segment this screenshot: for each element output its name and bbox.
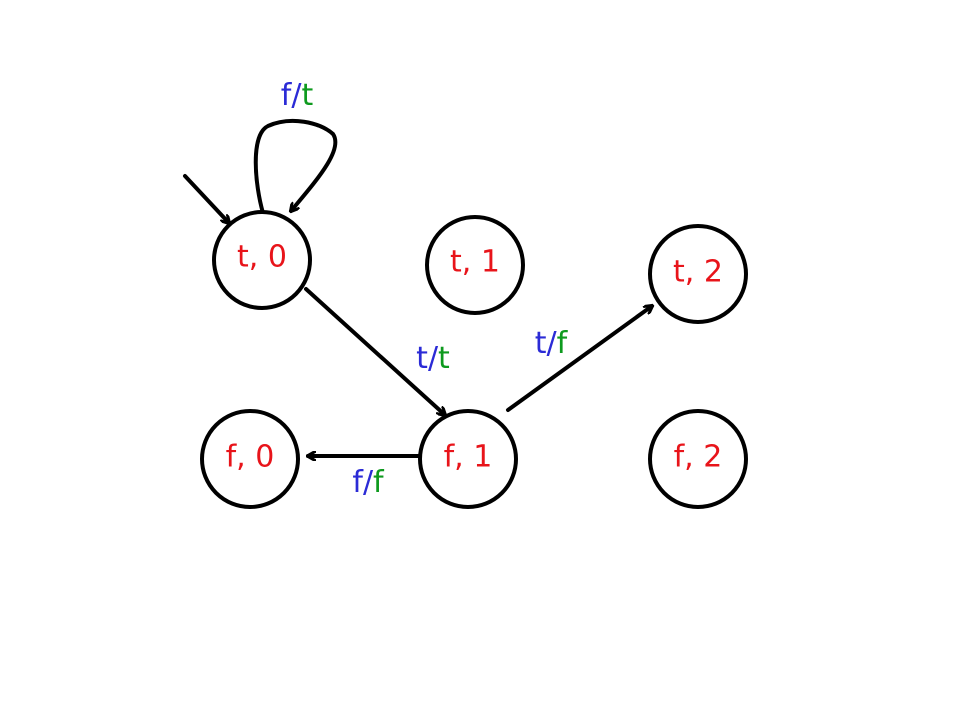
edge-label-f1-t2: t/f: [535, 326, 569, 361]
edge-label-t0-f1: t/t: [416, 341, 450, 376]
edge-input: t: [535, 326, 547, 361]
state-f0: f, 0: [200, 409, 300, 509]
state-label: f, 2: [674, 440, 723, 475]
edge-output: t: [438, 341, 450, 376]
state-label: f, 0: [226, 440, 275, 475]
edge-f1-t2: [506, 306, 652, 412]
edge-input: f: [352, 465, 364, 500]
state-t0: t, 0: [212, 210, 312, 310]
state-f1: f, 1: [418, 409, 518, 509]
edge-input: f: [281, 78, 293, 113]
edge-label-self-t0: f/t: [281, 78, 314, 113]
edge-separator: /: [547, 326, 558, 361]
edge-separator: /: [291, 78, 302, 113]
edge-separator: /: [363, 465, 374, 500]
state-label: t, 0: [237, 240, 287, 275]
start-arrow: [183, 174, 229, 223]
state-label: f, 1: [444, 440, 493, 475]
edge-separator: /: [428, 341, 439, 376]
state-f2: f, 2: [648, 409, 748, 509]
edge-label-f1-f0: f/f: [352, 465, 385, 500]
state-label: t, 1: [450, 245, 500, 280]
edge-output: f: [557, 326, 569, 361]
edge-self-t0: [253, 118, 338, 215]
state-t1: t, 1: [425, 215, 525, 315]
edge-output: f: [373, 465, 385, 500]
edge-output: t: [301, 78, 313, 113]
state-label: t, 2: [673, 255, 723, 290]
state-t2: t, 2: [648, 224, 748, 324]
edge-t0-f1: [304, 287, 445, 415]
edge-input: t: [416, 341, 428, 376]
